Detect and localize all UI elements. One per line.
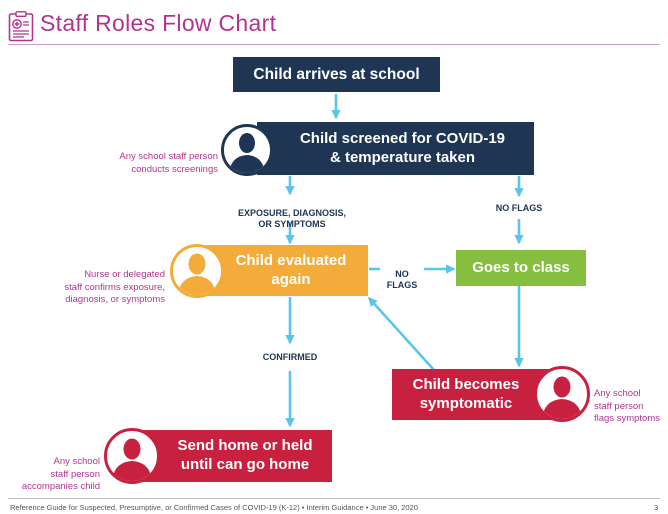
label-exposure-text: EXPOSURE, DIAGNOSIS, OR SYMPTOMS: [237, 207, 347, 230]
node-child-symptomatic: Child becomes symptomatic: [392, 369, 556, 420]
arrow-symptomatic-to-evaluated: [368, 296, 435, 371]
node-child-evaluated: Child evaluated again: [198, 245, 368, 296]
node-send-home-label: Send home or held until can go home: [177, 437, 313, 473]
node-child-arrives: Child arrives at school: [233, 57, 440, 92]
note-flags-text: Any school staff person flags symptoms: [594, 387, 660, 425]
avatar-flagger: [534, 366, 590, 422]
label-no-flags-right-text: NO FLAGS: [495, 203, 543, 213]
note-screenings-text: Any school staff person conducts screeni…: [119, 150, 218, 175]
note-nurse-text: Nurse or delegated staff confirms exposu…: [64, 268, 165, 306]
node-goes-to-class: Goes to class: [456, 250, 586, 286]
page-title: Staff Roles Flow Chart: [40, 10, 277, 36]
label-exposure: EXPOSURE, DIAGNOSIS, OR SYMPTOMS: [222, 196, 362, 231]
label-no-flags-mid: NO FLAGS: [381, 257, 423, 292]
person-silhouette-icon: [112, 438, 152, 481]
node-child-screened: Child screened for COVID-19 & temperatur…: [257, 122, 534, 175]
avatar-screener: [221, 124, 273, 176]
clipboard-icon: [8, 11, 34, 42]
note-accompanies-text: Any school staff person accompanies chil…: [21, 455, 100, 493]
person-silhouette-icon: [542, 376, 582, 419]
avatar-accompanier: [104, 428, 160, 484]
avatar-nurse: [170, 244, 224, 298]
title-divider: [8, 44, 660, 45]
node-goes-to-class-label: Goes to class: [472, 258, 570, 276]
person-silhouette-icon: [178, 253, 216, 295]
note-nurse: Nurse or delegated staff confirms exposu…: [40, 256, 165, 307]
label-confirmed-text: CONFIRMED: [262, 352, 318, 362]
node-child-evaluated-label: Child evaluated again: [235, 251, 347, 288]
node-send-home: Send home or held until can go home: [140, 430, 332, 482]
note-screenings: Any school staff person conducts screeni…: [88, 138, 218, 176]
label-no-flags-mid-text: NO FLAGS: [386, 268, 418, 291]
node-child-symptomatic-label: Child becomes symptomatic: [412, 375, 520, 412]
note-accompanies: Any school staff person accompanies chil…: [14, 443, 100, 494]
label-confirmed: CONFIRMED: [244, 352, 336, 364]
page-number: 3: [654, 503, 659, 512]
node-child-arrives-label: Child arrives at school: [253, 65, 420, 83]
label-no-flags-right: NO FLAGS: [485, 203, 553, 215]
note-flags: Any school staff person flags symptoms: [594, 375, 668, 426]
footer-divider: [8, 498, 660, 499]
footer-text: Reference Guide for Suspected, Presumpti…: [10, 503, 418, 512]
node-child-screened-label: Child screened for COVID-19 & temperatur…: [299, 129, 506, 166]
person-silhouette-icon: [229, 133, 265, 173]
